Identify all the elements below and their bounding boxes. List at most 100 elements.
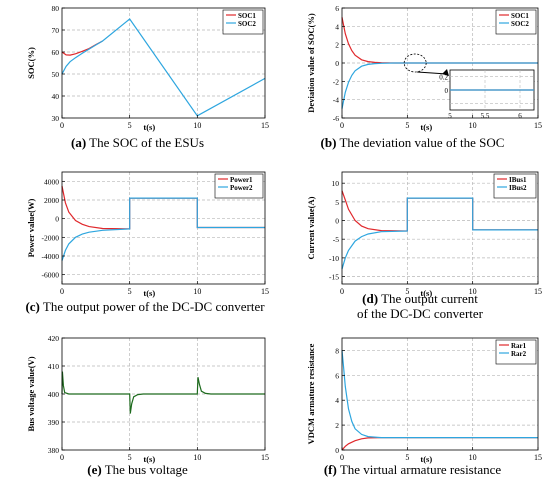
x-tick-label-2: 10 — [469, 287, 477, 296]
y-tick-label-5: 80 — [52, 4, 60, 13]
x-tick-label-1: 5 — [405, 121, 409, 130]
inset-y-tick-2: 0.2 — [439, 74, 448, 82]
x-tick-label-1: 5 — [128, 453, 132, 462]
y-tick-label-3: 60 — [52, 48, 60, 57]
legend-box — [495, 339, 537, 365]
caption-d-letter: (d) — [362, 291, 379, 306]
y-axis-label: Power value(W) — [26, 199, 36, 258]
y-tick-label-2: 4 — [335, 396, 339, 405]
series-soc2 — [61, 18, 266, 117]
x-axis-label: t(s) — [143, 288, 155, 298]
y-tick-label-5: 10 — [332, 179, 340, 188]
y-tick-label-0: 380 — [48, 446, 60, 455]
y-tick-label-4: 2 — [335, 41, 339, 50]
inset-x-tick-0: 5 — [448, 112, 452, 120]
plot-frame — [341, 337, 539, 451]
y-tick-label-3: 0 — [55, 215, 59, 224]
y-tick-label-6: 6 — [335, 4, 339, 13]
x-tick-label-1: 5 — [128, 287, 132, 296]
y-axis-label: Current value(A) — [306, 196, 316, 259]
x-axis-label: t(s) — [420, 288, 432, 298]
x-tick-label-3: 15 — [261, 453, 269, 462]
legend-label-soc2: SOC2 — [511, 20, 529, 28]
series-power2 — [61, 197, 265, 261]
x-tick-label-1: 5 — [128, 121, 132, 130]
caption-d-text: The output current — [378, 291, 478, 306]
y-tick-label-2: 400 — [48, 390, 60, 399]
caption-c-letter: (c) — [25, 299, 40, 314]
y-tick-label-4: 2000 — [44, 196, 59, 205]
y-tick-label-3: 0 — [335, 59, 339, 68]
x-tick-label-3: 15 — [534, 453, 542, 462]
y-tick-label-0: 0 — [335, 446, 339, 455]
caption-b: (b) The deviation value of the SOC — [275, 135, 550, 150]
caption-a-text: The SOC of the ESUs — [86, 135, 205, 150]
y-axis-label: SOC(%) — [26, 47, 36, 79]
series-rar1 — [341, 437, 538, 451]
y-axis-label: VDCM armature resistance — [306, 343, 316, 444]
y-tick-label-1: -4000 — [42, 252, 60, 261]
x-tick-label-0: 0 — [60, 121, 64, 130]
y-axis-label: Deviation value of SOC(%) — [306, 13, 316, 113]
caption-e: (e) The bus voltage — [0, 462, 275, 477]
caption-d-text-line2: of the DC-DC converter — [357, 306, 483, 321]
series-ibus2 — [341, 197, 538, 270]
y-tick-label-2: -5 — [333, 235, 339, 244]
x-tick-label-0: 0 — [340, 121, 344, 130]
y-tick-label-1: -10 — [329, 254, 339, 263]
x-tick-label-0: 0 — [60, 453, 64, 462]
x-tick-label-2: 10 — [469, 121, 477, 130]
series-line — [61, 371, 265, 414]
legend-box — [493, 173, 537, 199]
y-tick-label-1: 2 — [335, 421, 339, 430]
y-tick-label-4: 70 — [52, 26, 60, 35]
legend-label-ibus1: IBus1 — [509, 176, 527, 184]
plot-frame — [61, 171, 266, 285]
y-tick-label-3: 6 — [335, 371, 339, 380]
plot-frame — [61, 7, 266, 119]
x-axis-label: t(s) — [420, 454, 432, 464]
caption-c: (c) The output power of the DC-DC conver… — [0, 299, 290, 314]
y-tick-label-5: 4 — [335, 22, 339, 31]
inset-x-tick-2: 6 — [518, 112, 522, 120]
caption-a-letter: (a) — [70, 135, 87, 150]
caption-f-text: The virtual armature resistance — [336, 462, 502, 477]
x-axis-label: t(s) — [420, 122, 432, 132]
x-tick-label-3: 15 — [534, 121, 542, 130]
legend-box — [495, 9, 537, 35]
y-tick-label-4: 5 — [335, 198, 339, 207]
caption-e-letter: (e) — [87, 462, 102, 477]
x-tick-label-3: 15 — [534, 287, 542, 296]
caption-b-letter: (b) — [320, 135, 337, 150]
y-tick-label-5: 4000 — [44, 177, 59, 186]
caption-a: (a) The SOC of the ESUs — [0, 135, 275, 150]
y-tick-label-1: 40 — [52, 92, 60, 101]
legend-box — [214, 173, 264, 199]
caption-b-text: The deviation value of the SOC — [336, 135, 505, 150]
series-soc2 — [341, 62, 538, 109]
y-tick-label-4: 8 — [335, 346, 339, 355]
y-tick-label-3: 410 — [48, 362, 60, 371]
x-axis-label: t(s) — [143, 454, 155, 464]
caption-f-letter: (f) — [323, 462, 337, 477]
y-tick-label-2: 50 — [52, 70, 60, 79]
y-tick-label-1: 390 — [48, 418, 60, 427]
legend-label-soc1: SOC1 — [511, 12, 529, 20]
inset-x-tick-1: 5.5 — [481, 112, 490, 120]
y-tick-label-0: 30 — [52, 114, 60, 123]
y-tick-label-3: 0 — [335, 217, 339, 226]
x-tick-label-2: 10 — [469, 453, 477, 462]
zoom-ellipse — [403, 53, 427, 73]
x-axis-label: t(s) — [143, 122, 155, 132]
x-tick-label-2: 10 — [193, 287, 201, 296]
